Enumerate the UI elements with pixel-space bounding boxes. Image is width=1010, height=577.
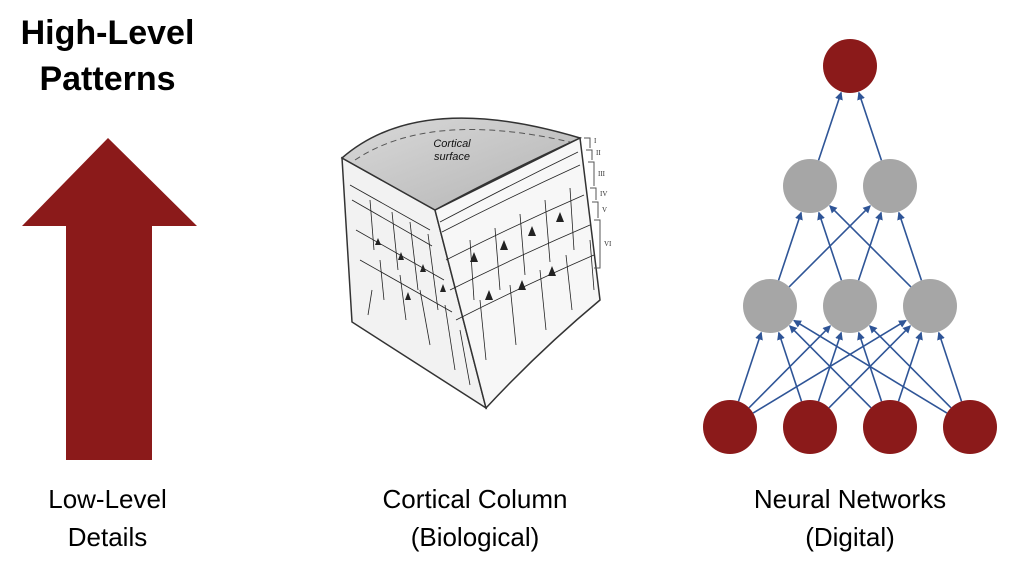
right-caption-line-2: (Digital) — [805, 522, 895, 552]
input-node — [943, 400, 997, 454]
left-face-somas — [375, 238, 446, 300]
right-caption-line-1: Neural Networks — [753, 484, 947, 514]
cortical-surface-label-line-2: surface — [434, 151, 470, 163]
layer-label-3: III — [598, 170, 606, 178]
cortical-column-caption: Cortical Column (Biological) — [330, 480, 620, 556]
low-level-details-caption: Low-Level Details — [0, 480, 215, 556]
cortical-surface-label-line-1: Cortical — [433, 138, 471, 150]
layer-bracket — [584, 137, 601, 269]
cortical-column-illustration: I II III IV V VI Cortical surface — [340, 117, 612, 410]
neural-networks-caption: Neural Networks (Digital) — [700, 480, 1000, 556]
cortical-surface — [340, 117, 583, 211]
network-edge — [789, 325, 872, 409]
network-edge — [777, 331, 803, 402]
network-edge — [829, 205, 912, 288]
network-edge — [737, 331, 763, 402]
network-edge — [897, 211, 923, 281]
network-nodes — [703, 39, 997, 454]
layer-label-5: V — [602, 206, 607, 214]
output-node — [823, 39, 877, 93]
network-edge — [777, 211, 803, 281]
input-node — [863, 400, 917, 454]
high-level-patterns-title: High-Level Patterns — [0, 10, 215, 102]
hidden-node — [823, 279, 877, 333]
network-edge — [817, 91, 843, 161]
network-edges — [737, 91, 963, 414]
left-caption-line-2: Details — [67, 522, 148, 552]
hidden-node — [863, 159, 917, 213]
cortex-right-face — [434, 136, 601, 410]
title-line-2: Patterns — [39, 60, 176, 98]
layer-label-4: IV — [600, 190, 607, 198]
hidden-node — [743, 279, 797, 333]
network-edge — [937, 331, 963, 402]
middle-caption-line-2: (Biological) — [410, 522, 540, 552]
hidden-node — [903, 279, 957, 333]
network-edge — [817, 211, 843, 281]
network-edge — [869, 325, 952, 409]
layer-label-1: I — [594, 137, 597, 145]
title-line-1: High-Level — [20, 14, 195, 52]
up-arrow-icon — [22, 138, 197, 460]
network-edge — [857, 91, 883, 161]
surface-inner-line — [354, 129, 571, 161]
middle-caption-line-1: Cortical Column — [382, 484, 568, 514]
layer-label-6: VI — [604, 240, 612, 248]
right-face-neurons — [439, 151, 595, 361]
input-node — [783, 400, 837, 454]
left-caption-line-1: Low-Level — [48, 484, 167, 514]
network-edge — [793, 319, 948, 414]
hidden-node — [783, 159, 837, 213]
layer-label-2: II — [596, 149, 601, 157]
right-face-somas — [470, 212, 564, 300]
input-node — [703, 400, 757, 454]
